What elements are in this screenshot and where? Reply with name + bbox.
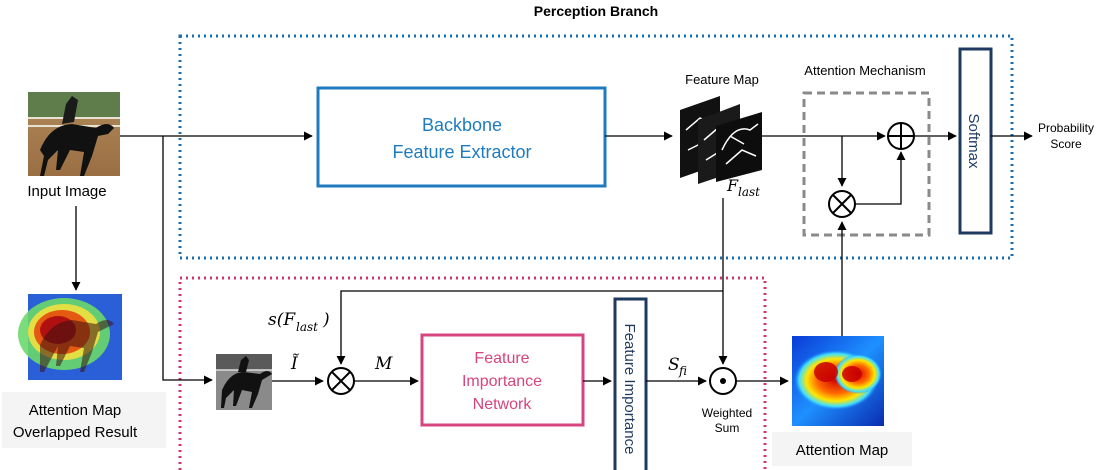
arrow-otimes-to-plus [855,151,906,205]
feature-importance-network-box [420,333,585,427]
attention-mechanism-label: Attention Mechanism [804,63,925,78]
multiply-operator-attention [828,190,856,218]
explanation-branch-box [178,276,767,470]
attention-map-image [792,336,884,426]
s-flast-label: s(F last ) [268,310,330,334]
output-label-line1: Probability [1038,121,1094,135]
overlapped-result-label-line1: Attention Map [29,402,122,419]
arrow-input-to-masked [162,136,213,385]
svg-text:): ) [322,310,330,330]
perception-branch-box [178,34,1014,260]
svg-text:F: F [726,176,739,195]
arrow-flast-to-lower-otimes [336,290,723,365]
overlapped-result-label-box [2,392,166,448]
softmax-box [958,47,993,235]
backbone-label-line1: Backbone [422,115,502,135]
feature-map-stack [680,96,762,184]
output-label-line2: Score [1050,137,1082,151]
backbone-box [316,86,607,188]
svg-text:fi: fi [678,364,687,378]
masked-input-image [216,354,272,410]
input-image-label: Input Image [27,183,106,200]
multiply-operator-lower [327,367,355,395]
feature-importance-label: Feature Importance [621,324,638,455]
svg-text:last: last [738,185,760,199]
input-image [28,92,120,176]
softmax-label: Softmax [965,113,982,169]
weighted-sum-label-line1: Weighted [702,406,752,420]
fin-label-line3: Network [473,396,533,413]
add-operator [887,122,915,150]
fin-label-line1: Feature [474,350,529,367]
weighted-sum-label-line2: Sum [715,421,740,435]
attention-map-label: Attention Map [796,442,889,459]
fin-label-line2: Importance [462,373,542,390]
svg-text:last: last [296,320,318,334]
weighted-sum-operator [709,367,737,395]
attention-map-label-box [772,432,912,466]
svg-text:s(F: s(F [268,310,296,330]
svg-text:S: S [668,355,680,375]
overlapped-result-image [18,294,122,380]
feature-map-label: Feature Map [685,72,759,87]
overlapped-result-label-line2: Overlapped Result [13,424,138,441]
feature-importance-box [613,297,648,470]
sfi-label: S fi [668,355,687,378]
perception-branch-title: Perception Branch [534,3,658,19]
i-tilde-label: Ĩ [290,353,299,374]
attention-mechanism-box [802,91,931,237]
backbone-label-line2: Feature Extractor [392,142,531,162]
f-last-symbol: F last [726,176,760,199]
m-label: M [374,354,393,374]
